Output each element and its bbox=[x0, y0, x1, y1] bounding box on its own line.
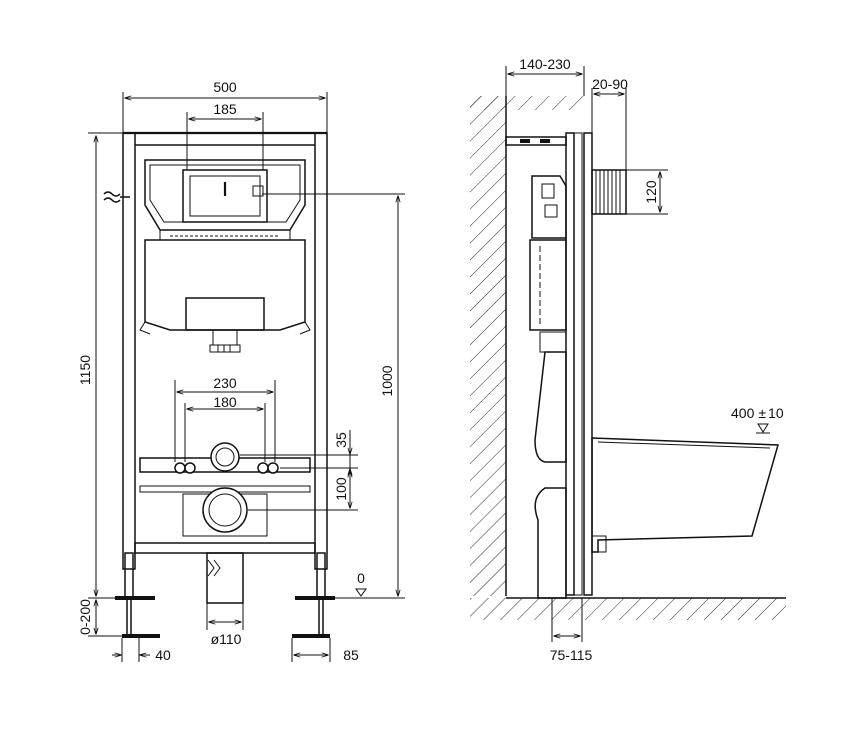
toilet-bowl bbox=[591, 437, 779, 553]
foot-right-label: 85 bbox=[343, 647, 359, 663]
dim-panel-range: 20-90 bbox=[591, 76, 628, 170]
flush-pipe bbox=[174, 442, 279, 474]
dim-bolt-inner: 180 bbox=[184, 394, 266, 462]
depth-range-label: 140-230 bbox=[519, 56, 571, 72]
dim-height-total: 1150 bbox=[77, 132, 123, 596]
inlet-height-label: 1000 bbox=[379, 365, 395, 396]
bolt-inner-label: 180 bbox=[213, 394, 237, 410]
button-width-label: 185 bbox=[213, 101, 237, 117]
height-total-label: 1150 bbox=[77, 355, 93, 385]
dim-foot-left: 40 bbox=[112, 638, 171, 663]
drain-offset-upper-label: 35 bbox=[333, 432, 349, 448]
button-height-label: 120 bbox=[643, 180, 659, 204]
drain-diameter-label: ø110 bbox=[211, 631, 242, 647]
outlet-range-label: 75-115 bbox=[550, 647, 593, 663]
dim-leg-adjust: 0-200 bbox=[77, 597, 125, 637]
leg-adjust-label: 0-200 bbox=[77, 599, 93, 635]
floor-level-marker: 0 bbox=[327, 570, 405, 599]
drain-pipe bbox=[182, 487, 268, 604]
side-view: 140-230 20-90 120 400±10 75-115 bbox=[470, 56, 786, 663]
bolt-outer-label: 230 bbox=[213, 375, 237, 391]
dim-foot-right: 85 bbox=[291, 638, 359, 663]
frame bbox=[122, 131, 328, 570]
dim-outlet-range: 75-115 bbox=[550, 598, 593, 663]
dim-drain-offsets: 35 100 bbox=[240, 430, 358, 511]
flush-plate bbox=[583, 132, 627, 596]
dim-inlet-height: 100 0 bbox=[262, 193, 405, 596]
dim-depth-range: 140-230 bbox=[505, 56, 585, 96]
dim-button-width: 185 bbox=[186, 101, 264, 170]
bowl-height-label: 400±10 bbox=[731, 405, 784, 421]
dim-width-total: 500 bbox=[122, 79, 328, 133]
floor-level-label: 0 bbox=[357, 570, 365, 586]
side-cistern bbox=[529, 175, 567, 599]
wall bbox=[470, 96, 786, 620]
front-view: 500 185 1150 100 0 230 180 bbox=[77, 79, 405, 663]
panel-range-label: 20-90 bbox=[592, 76, 628, 92]
cistern bbox=[139, 159, 311, 353]
width-total-label: 500 bbox=[213, 79, 237, 95]
dim-bowl-height: 400±10 bbox=[731, 405, 784, 434]
dim-bolt-outer: 230 bbox=[174, 375, 276, 462]
dim-drain-diameter: ø110 bbox=[206, 603, 244, 647]
dim-button-height: 120 bbox=[626, 169, 668, 215]
foot-left-label: 40 bbox=[155, 647, 171, 663]
adjustable-legs bbox=[115, 552, 335, 638]
drain-offset-lower-label: 100 bbox=[333, 477, 349, 501]
water-inlet-icon bbox=[103, 191, 130, 203]
